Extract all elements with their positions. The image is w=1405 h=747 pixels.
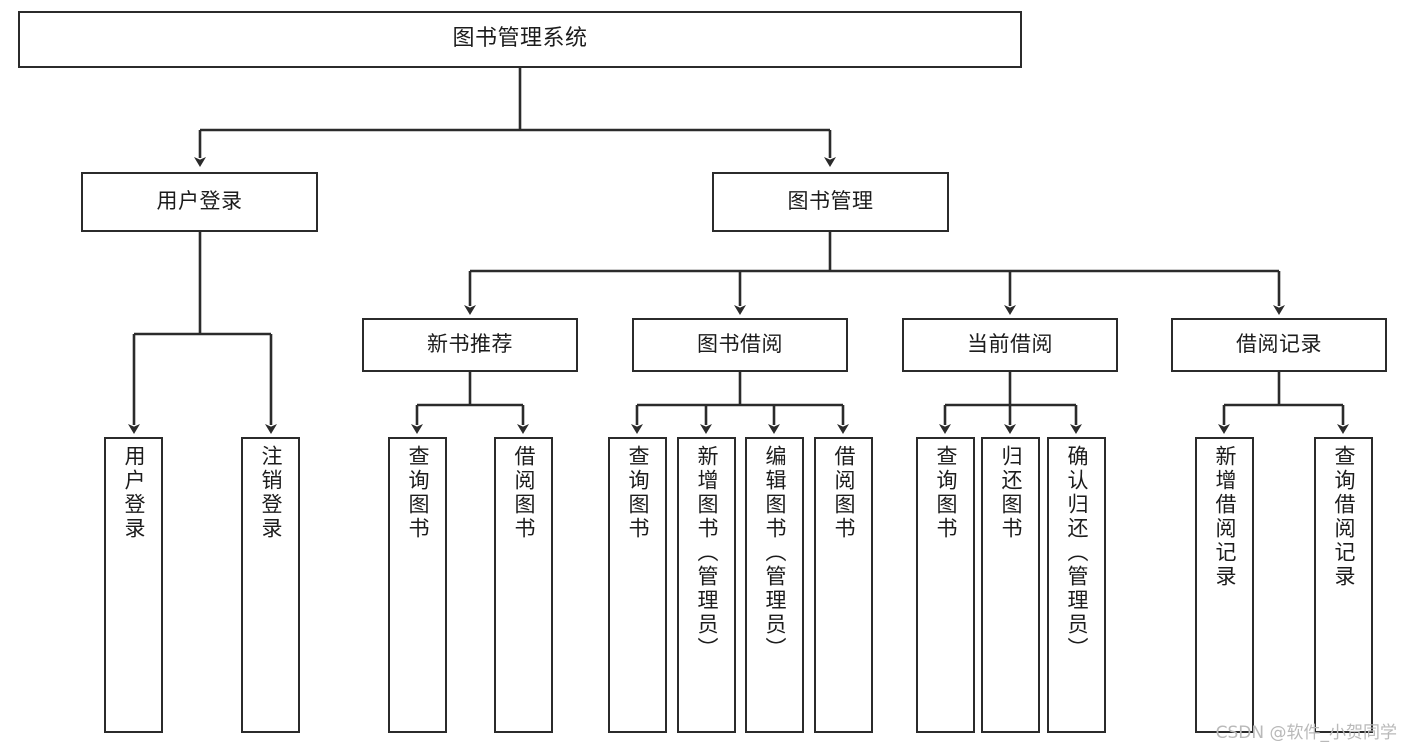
node-leaf-query-book-borrow[interactable]: 查询图书	[608, 437, 667, 733]
node-label: 借阅记录	[1236, 332, 1322, 357]
node-leaf-confirm-return[interactable]: 确认归还（管理员）	[1047, 437, 1106, 733]
node-label: 当前借阅	[967, 332, 1053, 357]
node-leaf-user-login[interactable]: 用户登录	[104, 437, 163, 733]
node-leaf-query-book-current[interactable]: 查询图书	[916, 437, 975, 733]
node-label: 归还图书	[999, 445, 1023, 541]
node-label: 查询图书	[934, 445, 958, 541]
node-leaf-return-book[interactable]: 归还图书	[981, 437, 1040, 733]
node-label: 确认归还（管理员）	[1065, 445, 1089, 661]
node-label: 编辑图书（管理员）	[763, 445, 787, 661]
node-label: 用户登录	[156, 189, 243, 214]
node-book-manage[interactable]: 图书管理	[712, 172, 949, 232]
node-leaf-borrow-book-recommend[interactable]: 借阅图书	[494, 437, 553, 733]
node-leaf-borrow-book[interactable]: 借阅图书	[814, 437, 873, 733]
node-label: 查询图书	[626, 445, 650, 541]
node-label: 新增借阅记录	[1213, 445, 1237, 589]
node-leaf-logout-login[interactable]: 注销登录	[241, 437, 300, 733]
node-root-system[interactable]: 图书管理系统	[18, 11, 1022, 68]
node-book-borrow[interactable]: 图书借阅	[632, 318, 848, 372]
node-label: 图书管理系统	[452, 26, 588, 52]
node-borrow-record[interactable]: 借阅记录	[1171, 318, 1387, 372]
node-current-borrow[interactable]: 当前借阅	[902, 318, 1118, 372]
watermark-text: CSDN @软件_小贺同学	[1215, 723, 1397, 743]
node-new-book-recommend[interactable]: 新书推荐	[362, 318, 578, 372]
node-label: 查询借阅记录	[1332, 445, 1356, 589]
node-label: 注销登录	[259, 445, 283, 541]
node-leaf-add-book[interactable]: 新增图书（管理员）	[677, 437, 736, 733]
node-label: 借阅图书	[512, 445, 536, 541]
node-label: 图书借阅	[697, 332, 783, 357]
node-leaf-edit-book[interactable]: 编辑图书（管理员）	[745, 437, 804, 733]
node-label: 查询图书	[406, 445, 430, 541]
node-label: 新增图书（管理员）	[695, 445, 719, 661]
node-leaf-query-borrow-record[interactable]: 查询借阅记录	[1314, 437, 1373, 733]
node-label: 新书推荐	[427, 332, 513, 357]
node-label: 图书管理	[787, 189, 874, 214]
node-leaf-add-borrow-record[interactable]: 新增借阅记录	[1195, 437, 1254, 733]
node-leaf-query-book-recommend[interactable]: 查询图书	[388, 437, 447, 733]
node-label: 借阅图书	[832, 445, 856, 541]
node-user-login[interactable]: 用户登录	[81, 172, 318, 232]
node-label: 用户登录	[122, 445, 146, 541]
